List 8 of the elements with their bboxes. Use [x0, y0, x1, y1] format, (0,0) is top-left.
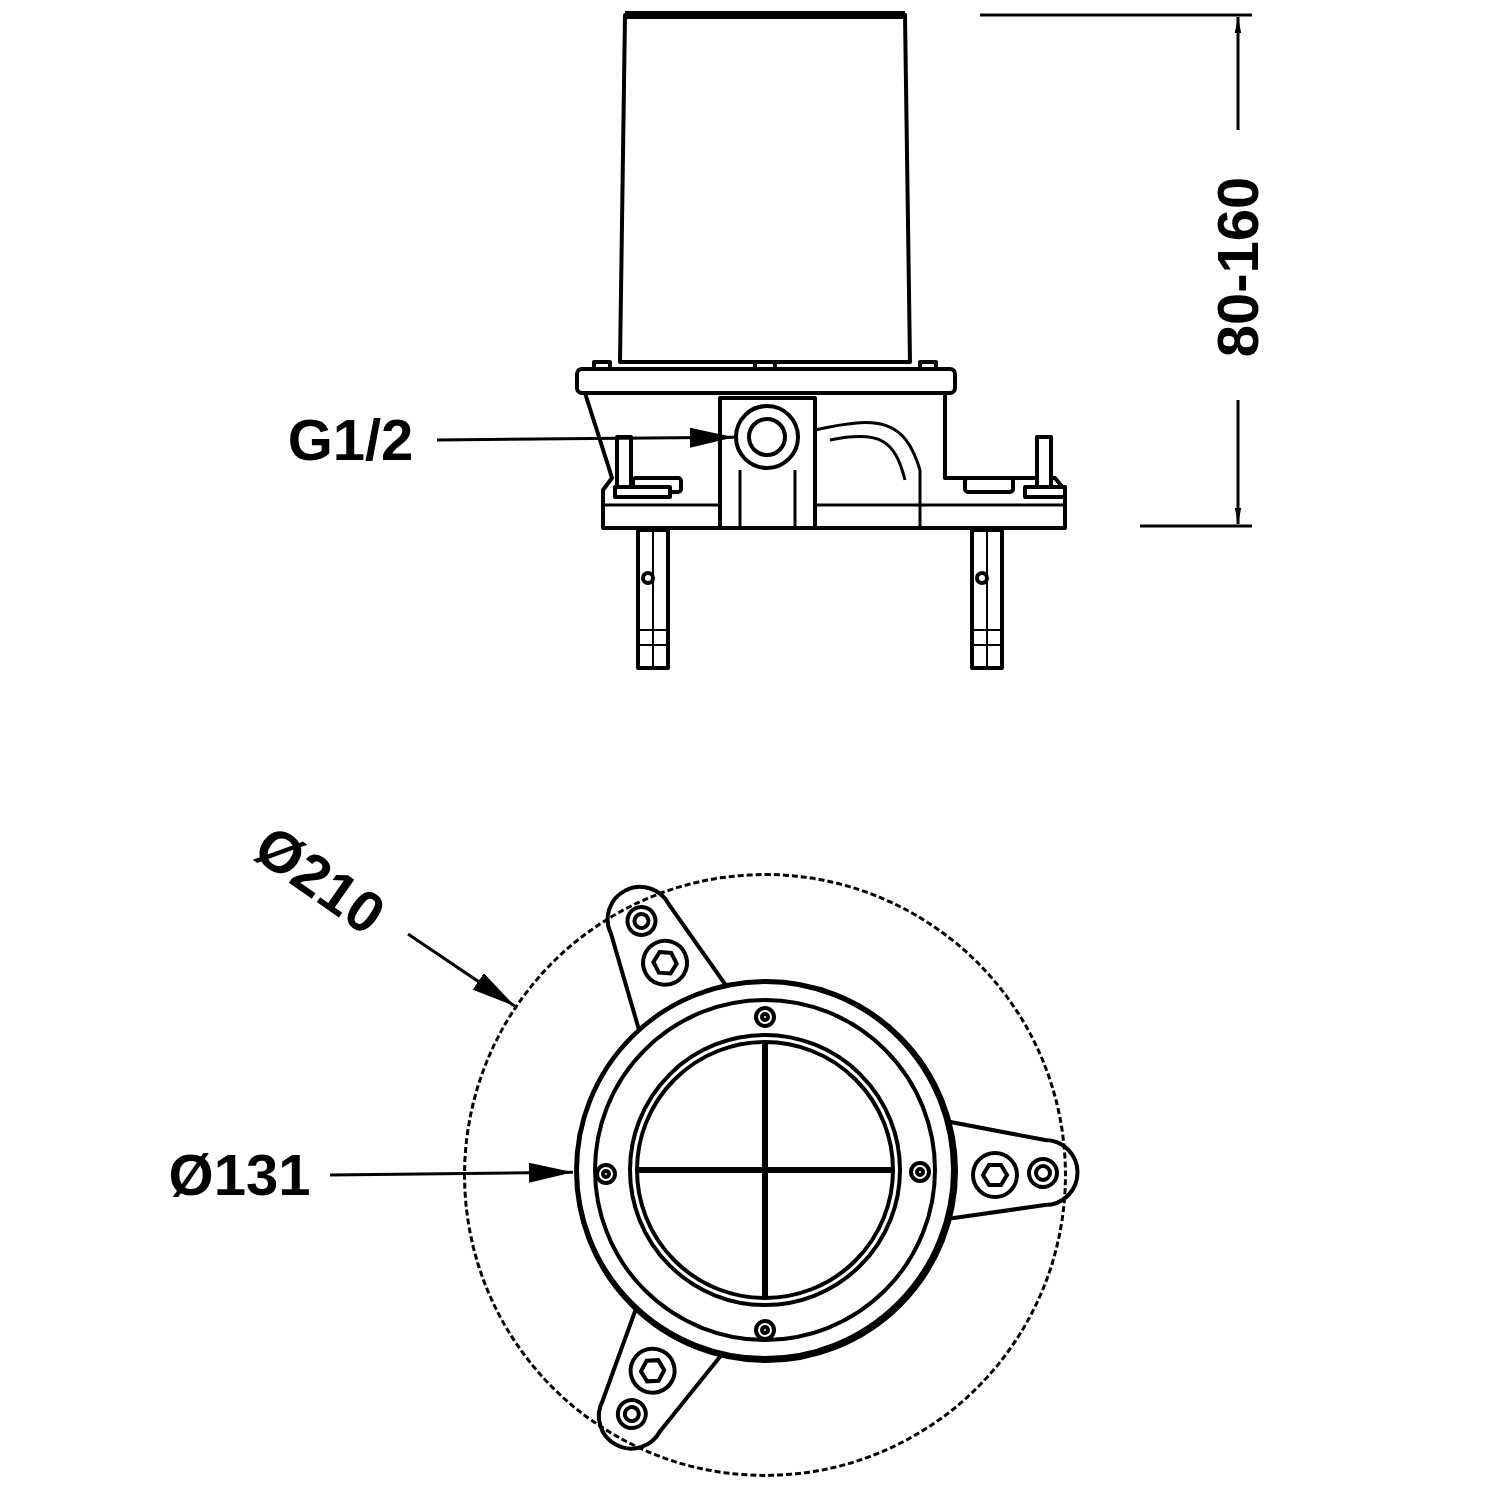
body-ring	[574, 979, 958, 1363]
diameter-label: Ø131	[152, 1140, 327, 1210]
dimension-label: 80-160	[1209, 175, 1267, 360]
leader-arrow	[407, 932, 516, 1008]
thread-size-label: G1/2	[268, 405, 433, 475]
leader-arrow	[437, 427, 734, 448]
leader-arrow	[330, 1162, 574, 1183]
inlet-port	[734, 404, 800, 470]
